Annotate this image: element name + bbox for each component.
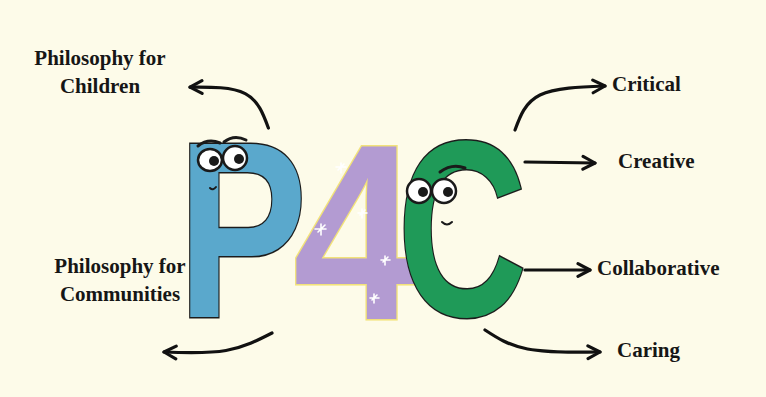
pupil	[234, 154, 244, 164]
flower-mark	[336, 163, 346, 173]
pupil	[418, 187, 428, 197]
pupil	[209, 156, 219, 166]
flower-mark	[381, 256, 390, 265]
quality-label: Critical	[605, 70, 755, 102]
connector-arrow	[190, 87, 268, 128]
label-text: Caring	[617, 336, 750, 364]
flower-marks	[315, 163, 390, 303]
c-face	[407, 166, 465, 224]
eye	[407, 179, 431, 203]
connector-arrow	[485, 330, 600, 352]
mouth	[442, 222, 452, 225]
pupil	[443, 187, 453, 197]
label-text: Creative	[618, 147, 755, 175]
connector-layer	[164, 86, 605, 353]
connector-arrow	[525, 162, 595, 163]
flower-mark	[358, 209, 367, 218]
letter-decorations	[198, 137, 465, 303]
letter-shape: 4	[298, 135, 413, 330]
connector-arrow	[515, 86, 605, 130]
label-text: Collaborative	[597, 254, 766, 282]
mouth	[210, 187, 216, 189]
flower-mark	[370, 294, 379, 303]
eyebrow	[224, 137, 246, 142]
eyebrow	[198, 141, 220, 146]
p-face	[198, 137, 247, 189]
quality-label: Collaborative	[590, 254, 766, 286]
letter-text: P	[177, 106, 307, 356]
connector-arrow	[164, 333, 272, 353]
label-text: Critical	[612, 70, 755, 98]
letter-text: C	[398, 105, 528, 355]
eye	[223, 146, 247, 170]
label-text: Philosophy for Children	[10, 44, 190, 100]
flower-mark	[315, 224, 326, 235]
eye	[198, 149, 222, 171]
letter-shape: P	[182, 128, 302, 333]
quality-label: Caring	[600, 336, 750, 368]
connector-arrow	[525, 268, 590, 271]
letter-shape: C	[400, 130, 525, 330]
eyebrow	[440, 166, 465, 172]
concept-label: Philosophy for Children	[10, 44, 190, 104]
eye	[432, 179, 456, 203]
quality-label: Creative	[595, 147, 755, 179]
